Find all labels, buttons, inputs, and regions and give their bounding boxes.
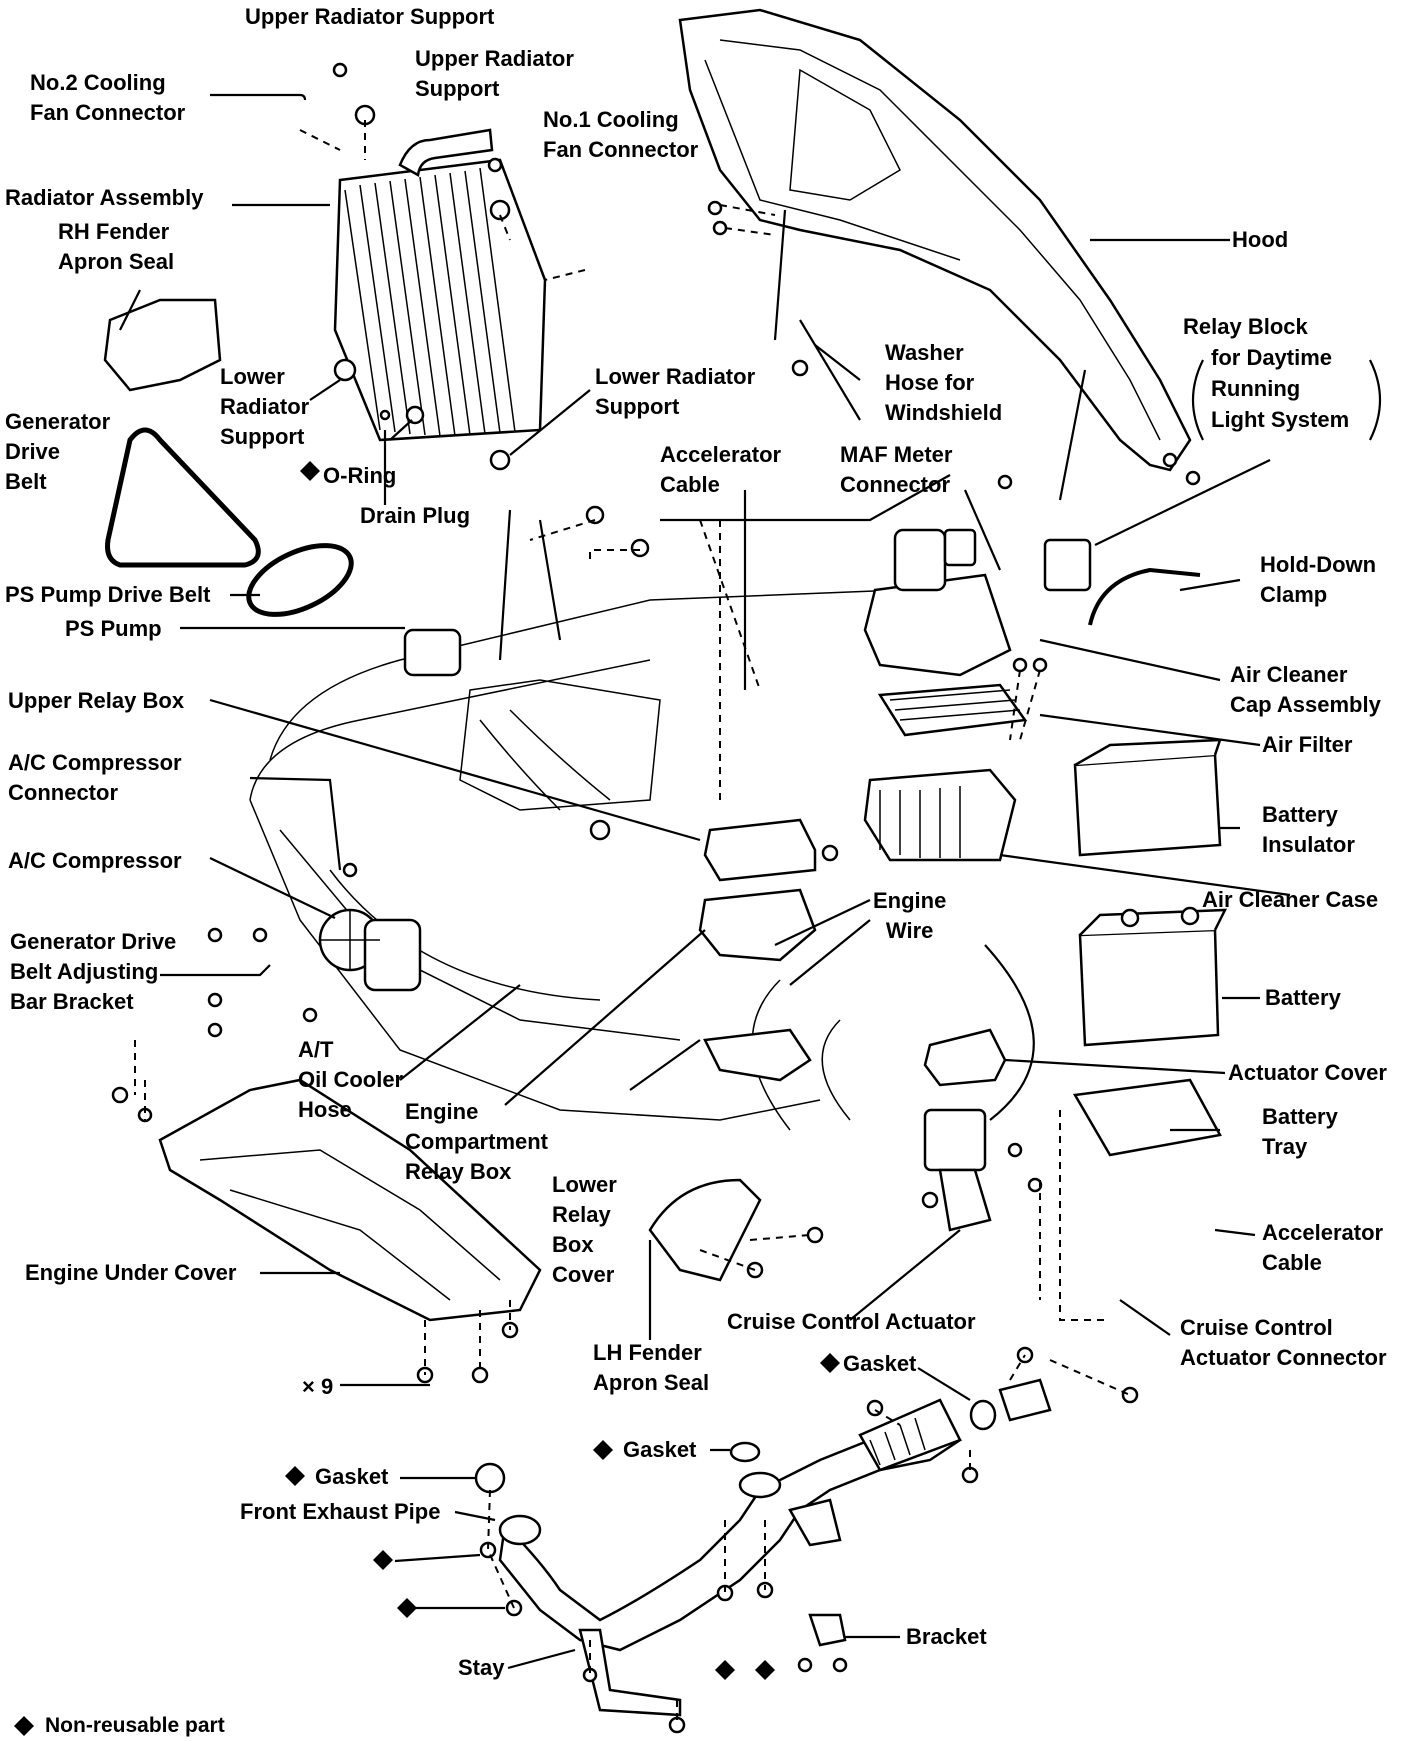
label-upper-relay-box: Upper Relay Box (8, 688, 185, 713)
engine-compartment-relay-box-part (698, 888, 817, 962)
hold-down-clamp-part (1088, 567, 1201, 626)
ps-pump-part (403, 509, 562, 677)
rh-fender-apron-seal-part (103, 298, 222, 392)
leader-lines (119, 93, 1291, 1670)
air-cleaner-case-part (863, 768, 1017, 862)
gasket-left-part (474, 1462, 506, 1494)
gasket-top-part (969, 1399, 997, 1431)
label-upper-radiator-support-1: Upper Radiator Support (245, 4, 495, 29)
battery-tray-part (1072, 1078, 1222, 1157)
gasket-mid-part (729, 1441, 761, 1463)
air-cleaner-cap-part (863, 528, 1012, 677)
non-reusable-diamond-icons (14, 461, 840, 1736)
hood-part (678, 8, 1192, 472)
label-ps-pump-drive-belt: PS Pump Drive Belt (5, 582, 211, 607)
label-stay: Stay (458, 1655, 505, 1680)
label-air-cleaner-case: Air Cleaner Case (1202, 887, 1379, 912)
radiator-part (333, 128, 547, 442)
battery-part (1078, 906, 1228, 1047)
label-drain-plug: Drain Plug (360, 503, 471, 528)
air-filter-part (877, 683, 1028, 737)
label-ac-compressor: A/C Compressor (8, 848, 182, 873)
label-hood: Hood (1232, 227, 1289, 252)
generator-drive-belt-part (105, 427, 261, 568)
upper-relay-box-part (703, 818, 817, 882)
ac-compressor-part (318, 908, 422, 992)
lower-relay-box-cover-part (703, 1028, 812, 1082)
label-cruise-control-actuator: Cruise Control Actuator (727, 1309, 976, 1334)
exhaust-system-part (498, 1398, 962, 1652)
relay-block-part (1043, 538, 1092, 592)
actuator-cover-part (923, 1028, 1007, 1087)
ps-pump-drive-belt-part (246, 543, 354, 617)
dashed-leaders (134, 120, 1131, 1725)
label-engine-under-cover: Engine Under Cover (25, 1260, 237, 1285)
bracket-part (808, 1613, 847, 1647)
label-o-ring: O-Ring (323, 463, 397, 488)
lh-fender-apron-seal-part (648, 1178, 762, 1282)
legend-non-reusable-part: Non-reusable part (45, 1714, 225, 1737)
engine-under-cover-part (158, 1078, 542, 1322)
label-radiator-assembly: Radiator Assembly (5, 185, 204, 210)
label-gasket-mid: Gasket (623, 1437, 697, 1462)
label-gasket-top: Gasket (843, 1351, 917, 1376)
exhaust-hanger-part (788, 1498, 842, 1547)
stay-part (578, 1628, 682, 1717)
label-air-filter: Air Filter (1262, 732, 1353, 757)
label-bracket: Bracket (906, 1624, 987, 1649)
flange-part (998, 1378, 1052, 1422)
label-gasket-left: Gasket (315, 1464, 389, 1489)
label-ps-pump: PS Pump (65, 616, 162, 641)
battery-insulator-part (1073, 738, 1222, 857)
label-battery: Battery (1265, 985, 1341, 1010)
label-front-exhaust-pipe: Front Exhaust Pipe (240, 1499, 441, 1524)
label-x9: × 9 (302, 1374, 334, 1399)
cruise-control-actuator-part (923, 1108, 992, 1232)
label-actuator-cover: Actuator Cover (1228, 1060, 1387, 1085)
